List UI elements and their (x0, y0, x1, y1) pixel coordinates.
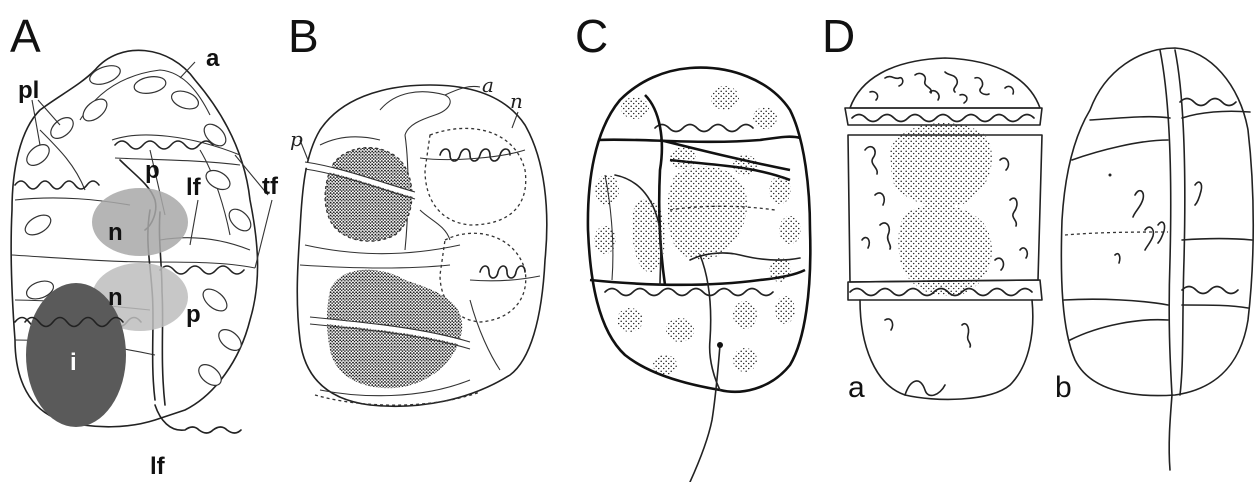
cingulum-wave-db (1180, 99, 1236, 106)
furrow-edge (115, 158, 240, 165)
plate-line (420, 210, 450, 240)
furrow-edge (470, 276, 540, 281)
label-a-n-upper: n (108, 219, 123, 246)
panel-d-b-cell: b (1055, 48, 1253, 470)
label-a-p-lower: p (186, 301, 201, 328)
suture-db (1072, 140, 1168, 160)
suture-db (1182, 111, 1250, 118)
plate-line (305, 245, 460, 254)
plate-line (320, 137, 380, 145)
label-a-p-upper: p (145, 157, 160, 184)
suture-db (1182, 239, 1252, 241)
cell-outline-db (1061, 48, 1253, 396)
panel-letter-b: B (288, 10, 319, 62)
label-a-lf-upper: lf (186, 174, 202, 201)
panel-letter-a: A (10, 10, 41, 62)
panel-letter-c: C (575, 10, 608, 62)
label-a-a: a (206, 45, 220, 72)
suture-db (1070, 320, 1168, 340)
nucleus-c (667, 167, 747, 260)
leader-pl (32, 100, 40, 145)
plastids-db (1109, 174, 1202, 264)
cingulum-band-da (845, 108, 1042, 125)
leader-tf (255, 200, 272, 268)
flagellum-c (690, 345, 720, 482)
label-a-i: i (70, 349, 77, 376)
transverse-furrow-upper (15, 181, 99, 189)
panel-letter-d: D (822, 10, 855, 62)
label-d-b: b (1055, 371, 1072, 404)
cingulum-wave-da (852, 115, 1034, 122)
nucleus-upper (92, 188, 188, 256)
label-a-lf-lower: lf (150, 453, 166, 480)
stippled-body (632, 199, 665, 272)
panel-a: A (10, 10, 279, 480)
nucleus-da-upper (890, 123, 992, 206)
apical-lobe (380, 92, 450, 135)
plate-line (300, 265, 450, 268)
panel-c: C (575, 10, 810, 482)
flagellum-db (1169, 395, 1172, 470)
label-a-n-lower: n (108, 284, 123, 311)
label-b-n: n (510, 89, 523, 113)
suture-db (1182, 305, 1248, 308)
panel-d-a-cell: a (845, 58, 1042, 404)
transverse-coil-lower (480, 266, 525, 278)
sulcus-da (905, 381, 945, 396)
cingulum-wave-lower (605, 289, 773, 296)
panel-d: D (822, 10, 1253, 470)
label-b-p: p (290, 127, 303, 151)
hypocone-da (860, 300, 1033, 399)
label-a-tf: tf (262, 173, 279, 200)
leader-b-n (512, 112, 518, 128)
cingulum-wave-db-lower (1182, 287, 1238, 294)
plate-line (470, 300, 500, 370)
cingulum-wave-upper (655, 125, 753, 132)
nucleus-outline-upper (425, 128, 526, 225)
label-a-pl: pl (18, 77, 39, 104)
flagellar-pore (717, 342, 723, 348)
panel-b: B a n p (288, 10, 547, 406)
label-d-a: a (848, 371, 865, 404)
cingulum-upper (598, 137, 800, 142)
label-b-a: a (482, 73, 494, 97)
suture-db (1064, 299, 1168, 305)
longitudinal-flagellum (155, 405, 241, 433)
nucleus-da-lower (898, 205, 991, 296)
suture (700, 255, 720, 390)
epicone-da (850, 58, 1040, 108)
leader-a (180, 62, 195, 78)
suture-db (1090, 117, 1170, 120)
